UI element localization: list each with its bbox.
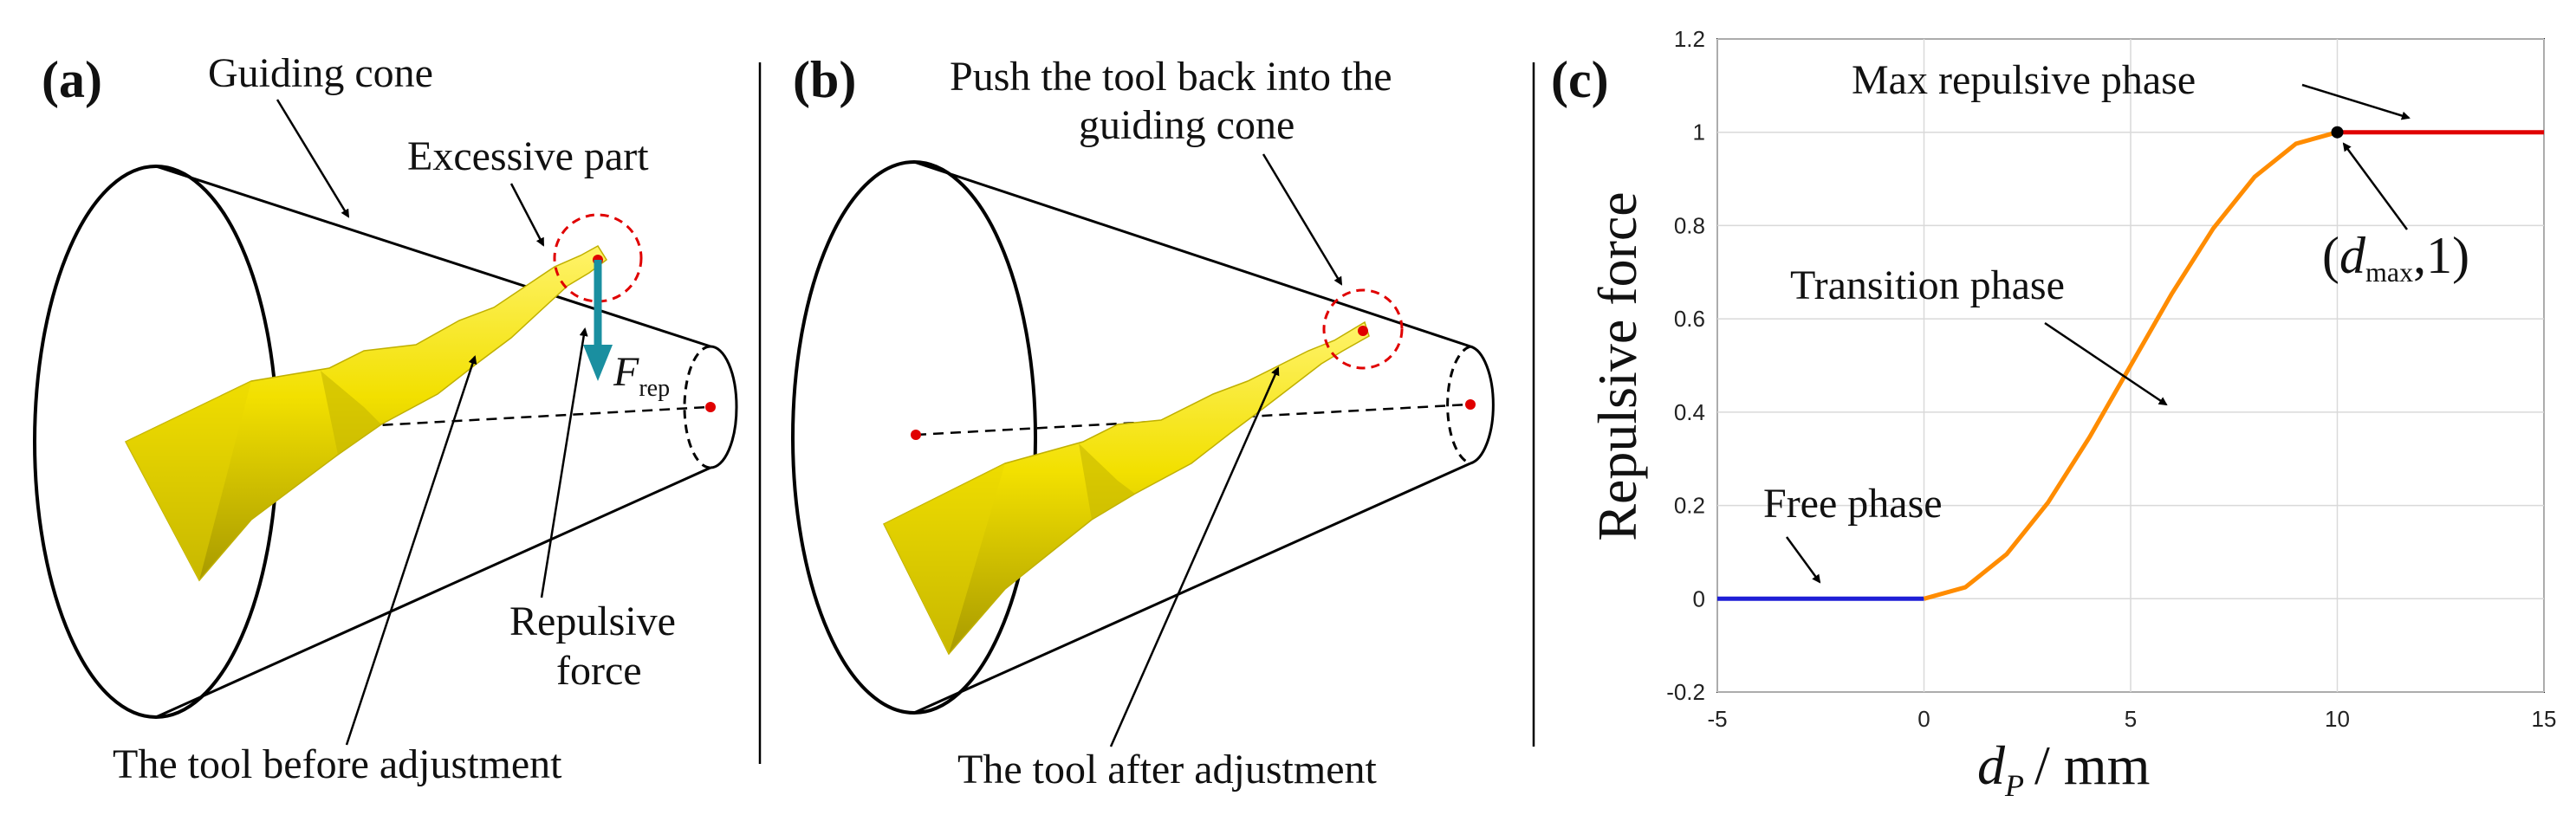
repulsive-force-leader [540, 327, 588, 598]
axis-point-start-b [911, 430, 921, 440]
axis-point-end-a [705, 402, 716, 412]
y-tick-label: 0.6 [1674, 306, 1705, 332]
y-tick-label: 0.4 [1674, 399, 1705, 425]
panel-b: (b) Push the tool back into the guiding … [791, 51, 1495, 792]
y-tick-label: -0.2 [1666, 679, 1705, 705]
x-tick-label: 10 [2325, 706, 2350, 732]
max-phase-leader [2301, 83, 2411, 120]
tool-after-caption: The tool after adjustment [957, 747, 1378, 792]
x-axis-title: dP/ mm [1977, 734, 2150, 803]
series-lines [1717, 130, 2544, 601]
tool-before-adjustment [124, 245, 608, 582]
tool-before-leader [345, 355, 477, 746]
transition-phase-label: Transition phase [1790, 262, 2065, 308]
guiding-cone-label: Guiding cone [208, 50, 433, 96]
guiding-cone-leader [276, 99, 350, 218]
panel-a: (a) Frep Guiding cone [33, 50, 738, 787]
y-axis-title: Repulsive force [1586, 191, 1648, 540]
repulsive-force-arrow [583, 260, 613, 381]
excessive-part-highlight [553, 213, 643, 303]
x-tick-label: 0 [1917, 706, 1930, 732]
panel-a-label: (a) [42, 51, 102, 108]
panel-c: (c) -0.2 0 0.2 0.4 0.6 0.8 1 1.2 -5 0 5 10 15 Repul… [1551, 26, 2556, 803]
x-tick-label: 5 [2125, 706, 2137, 732]
y-tick-label: 0 [1693, 585, 1705, 611]
excessive-part-label: Excessive part [407, 133, 649, 179]
tool-before-caption: The tool before adjustment [113, 741, 562, 787]
repulsive-force-label-line1: Repulsive [509, 598, 676, 644]
d-max-point-label: (dmax,1) [2322, 227, 2469, 288]
panel-b-label: (b) [793, 51, 856, 108]
tool-after-adjustment [882, 320, 1370, 656]
axis-point-end-b [1465, 399, 1476, 410]
panel-c-label: (c) [1551, 51, 1609, 108]
cone-axis-b [915, 403, 1470, 437]
pushed-back-highlight [1322, 288, 1404, 370]
guiding-cone-b [791, 160, 1495, 715]
y-tick-labels: -0.2 0 0.2 0.4 0.6 0.8 1 1.2 [1666, 26, 1705, 705]
transition-phase-leader [2044, 321, 2168, 406]
x-tick-label: -5 [1707, 706, 1727, 732]
series-line-transition [1923, 130, 2339, 601]
x-tick-label: 15 [2532, 706, 2557, 732]
d-max-point-leader [2342, 142, 2409, 230]
tool-after-leader [1109, 366, 1280, 747]
repulsive-force-label-line2: force [556, 648, 642, 694]
y-tick-label: 1 [1693, 120, 1705, 146]
free-phase-label: Free phase [1763, 481, 1943, 527]
force-symbol: Frep [613, 349, 670, 402]
repulsive-force-chart: -0.2 0 0.2 0.4 0.6 0.8 1 1.2 -5 0 5 10 15 [1666, 26, 2556, 732]
y-tick-label: 1.2 [1674, 26, 1705, 52]
push-back-label-line2: guiding cone [1079, 102, 1294, 148]
y-tick-label: 0.8 [1674, 212, 1705, 238]
free-phase-leader [1785, 536, 1821, 584]
max-phase-label: Max repulsive phase [1852, 57, 2196, 103]
x-tick-labels: -5 0 5 10 15 [1707, 706, 2556, 732]
excessive-part-leader [509, 183, 545, 247]
y-tick-label: 0.2 [1674, 493, 1705, 519]
tool-tip-point-b [1358, 326, 1368, 336]
d-max-marker [2331, 126, 2344, 139]
push-back-label-line1: Push the tool back into the [950, 54, 1392, 100]
push-back-leader [1262, 153, 1343, 286]
